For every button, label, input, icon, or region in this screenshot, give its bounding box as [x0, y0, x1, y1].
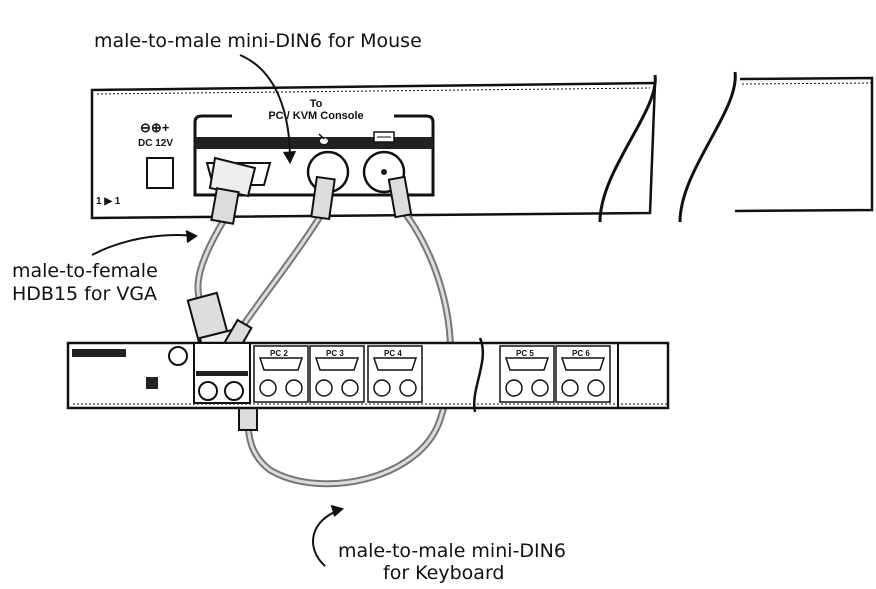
pc-port-label: PC 6	[572, 349, 590, 358]
pc-vga-port	[372, 357, 418, 371]
pc-ps2-port	[315, 379, 333, 397]
vga-arrow	[91, 233, 196, 256]
keyboard-cable-label-line1: male-to-male mini-DIN6	[338, 540, 566, 562]
pc-ps2-port	[587, 379, 605, 397]
break-line-2	[678, 71, 737, 223]
pc-ps2-port	[341, 379, 359, 397]
power-symbol: ⊖⊕+	[140, 120, 170, 135]
vga-cable-label-line2: HDB15 for VGA	[12, 283, 158, 305]
top-chassis-right	[734, 76, 874, 213]
power-label: DC 12V	[138, 138, 173, 149]
pc-port-group: PC 2	[253, 345, 309, 403]
pc-ps2-port	[399, 379, 417, 397]
power-jack	[146, 157, 174, 189]
unit-label-plate	[72, 349, 126, 357]
pc-vga-port	[504, 357, 550, 371]
pc-port-label: PC 2	[270, 349, 288, 358]
pc-ps2-port	[531, 379, 549, 397]
pc-port-label: PC 3	[326, 349, 344, 358]
pc-ps2-port	[259, 379, 277, 397]
pc-vga-port	[258, 357, 304, 371]
vga-connector-top	[208, 156, 257, 225]
pc-port-group: PC 6	[555, 345, 611, 403]
keyboard-connector-top	[387, 175, 413, 219]
mouse-port-icon	[318, 133, 328, 144]
pc-vga-port	[314, 357, 360, 371]
console-title-line2: PC / KVM Console	[268, 110, 363, 122]
mouse-arrow	[239, 54, 291, 161]
mouse-connector-top	[310, 175, 336, 221]
mouse-cable-label: male-to-male mini-DIN6 for Mouse	[94, 30, 422, 52]
keyboard-arrow	[312, 509, 341, 567]
pc-port-label: PC 4	[384, 349, 402, 358]
pc-vga-port	[560, 357, 606, 371]
break-line-1	[598, 74, 657, 223]
pc-ps2-port	[505, 379, 523, 397]
pc-port-group: PC 4	[367, 345, 423, 403]
pc-ps2-port	[285, 379, 303, 397]
pc-port-label: PC 5	[516, 349, 534, 358]
pc-port-group: PC 5	[499, 345, 555, 403]
bottom-kvm-unit: PC 2 PC 3 PC 4 PC 5 PC 6	[66, 337, 670, 413]
pc-port-group: PC 3	[309, 345, 365, 403]
vga-cable-label-line1: male-to-female	[12, 260, 158, 282]
bottom-power-jack	[146, 377, 158, 389]
keyboard-cable-label-line2: for Keyboard	[383, 562, 505, 584]
callout-arrows	[91, 54, 345, 567]
console-title-line1: To	[310, 98, 323, 110]
pc-port-groups: PC 2 PC 3 PC 4 PC 5 PC 6	[253, 345, 611, 403]
pc-ps2-port	[373, 379, 391, 397]
port-number-label: 1 ▶ 1	[96, 196, 121, 207]
top-kvm-unit: ⊖⊕+ DC 12V 1 ▶ 1 To PC / KVM Console	[90, 71, 874, 223]
pc-ps2-port	[561, 379, 579, 397]
